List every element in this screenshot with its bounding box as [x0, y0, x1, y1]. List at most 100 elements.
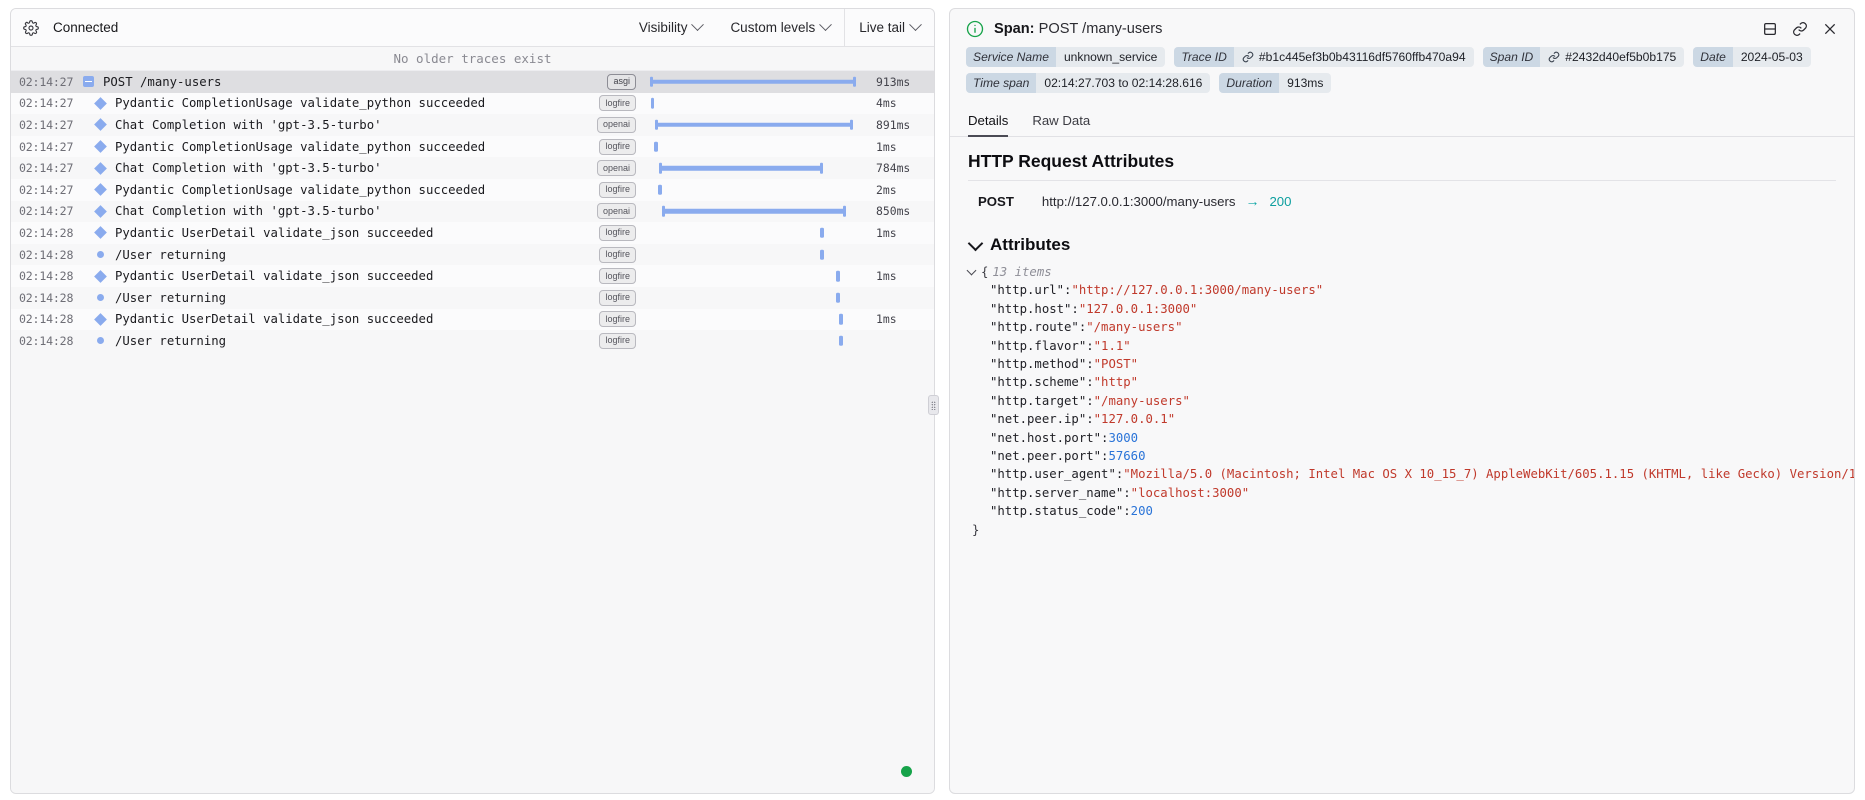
json-attribute-value: "/many-users" [1093, 393, 1190, 408]
bar-cap-left [659, 162, 662, 174]
json-attribute-value: "localhost:3000" [1130, 485, 1250, 500]
live-tail-dropdown[interactable]: Live tail [845, 9, 934, 46]
link-icon[interactable] [1242, 51, 1254, 63]
trace-row-bar-area [642, 201, 870, 223]
metadata-chip-text: unknown_service [1063, 50, 1158, 64]
trace-row-time: 02:14:28 [19, 312, 74, 327]
trace-row-duration: 913ms [876, 74, 911, 89]
trace-row-time: 02:14:28 [19, 290, 74, 305]
trace-row-label: Pydantic UserDetail validate_json succee… [115, 312, 434, 327]
trace-duration-bar [836, 292, 840, 303]
link-icon[interactable] [1792, 21, 1808, 37]
expand-toggle-icon[interactable] [83, 76, 94, 88]
visibility-dropdown[interactable]: Visibility [625, 9, 717, 46]
log-dot-icon [97, 337, 104, 345]
trace-row[interactable]: 02:14:28/User returning logfire [11, 287, 934, 309]
metadata-chip-text: #2432d40ef5b0b175 [1565, 50, 1677, 64]
trace-duration-bar [839, 314, 843, 325]
json-attribute-row: "http.target":"/many-users" [968, 392, 1836, 410]
json-attribute-key: "http.server_name": [990, 485, 1131, 500]
trace-row-label: Chat Completion with 'gpt-3.5-turbo' [115, 161, 382, 176]
trace-duration-bar [662, 206, 846, 217]
tab-raw-data[interactable]: Raw Data [1032, 113, 1091, 128]
metadata-chip-value: unknown_service [1055, 47, 1166, 67]
span-header-actions [1762, 21, 1838, 37]
trace-row[interactable]: 02:14:28 Pydantic UserDetail validate_jso… [11, 308, 934, 331]
attributes-toggle[interactable]: Attributes [967, 235, 1836, 255]
trace-row-badge-wrap: logfire [599, 289, 636, 306]
json-attribute-key: "http.method": [990, 357, 1094, 372]
trace-row[interactable]: 02:14:27 Chat Completion with 'gpt-3.5-tu… [11, 157, 934, 179]
http-request-line: POST http://127.0.0.1:3000/many-users → … [968, 180, 1836, 221]
json-attribute-row: "http.host":"127.0.0.1:3000" [968, 300, 1836, 318]
bar-cap-right [820, 162, 823, 174]
span-diamond-icon [94, 161, 107, 175]
trace-row-badge: openai [596, 116, 636, 133]
json-attribute-row: "http.status_code":200 [968, 502, 1836, 520]
tab-details[interactable]: Details [968, 109, 1009, 137]
custom-levels-dropdown[interactable]: Custom levels [716, 9, 844, 46]
trace-row-time: 02:14:27 [19, 161, 74, 176]
json-attribute-key: "http.user_agent": [990, 467, 1124, 482]
json-attribute-value: "1.1" [1093, 338, 1131, 353]
trace-row-badge: logfire [599, 268, 636, 285]
panel-resize-handle[interactable] [928, 395, 939, 415]
json-root-line[interactable]: { 13 items [966, 263, 1836, 281]
chevron-down-icon [691, 18, 705, 32]
span-title-prefix: Span: [994, 21, 1035, 37]
span-title-value: POST /many-users [1038, 21, 1163, 37]
trace-list-panel: Connected Visibility Custom levels Live … [10, 8, 935, 794]
trace-row-bar-area [642, 244, 870, 266]
trace-row-time: 02:14:28 [19, 269, 74, 284]
json-attribute-key: "net.host.port": [990, 430, 1109, 445]
trace-row-label: /User returning [115, 290, 227, 305]
close-icon[interactable] [1822, 21, 1838, 37]
metadata-chip-text: 2024-05-03 [1740, 50, 1803, 64]
visibility-label: Visibility [638, 20, 688, 35]
trace-row-bar-area [642, 157, 870, 179]
gear-icon[interactable] [23, 19, 39, 36]
metadata-chip: Trace ID#b1c445ef3b0b43116df5760ffb470a9… [1174, 47, 1474, 67]
panel-layout-icon[interactable] [1762, 21, 1778, 37]
trace-row-badge-wrap: logfire [599, 224, 636, 241]
trace-row-badge-wrap: logfire [599, 181, 636, 198]
trace-row-bar-area [642, 179, 870, 201]
trace-row-duration: 1ms [876, 225, 897, 240]
bar-cap-right [843, 206, 846, 217]
metadata-chip-key: Trace ID [1174, 47, 1234, 67]
trace-row-bar-area [642, 222, 870, 244]
trace-row-bar-area [642, 136, 870, 158]
json-attribute-key: "http.scheme": [990, 375, 1094, 390]
json-attribute-value: "http://127.0.0.1:3000/many-users" [1071, 283, 1324, 298]
live-status-indicator [901, 766, 912, 777]
http-section-title: HTTP Request Attributes [968, 151, 1175, 171]
live-tail-label: Live tail [859, 20, 905, 35]
json-attribute-value: "http" [1093, 375, 1139, 390]
link-icon[interactable] [1548, 51, 1560, 63]
span-diamond-icon [94, 97, 107, 110]
chevron-down-icon [966, 265, 977, 276]
bar-cap-left [662, 206, 665, 217]
trace-row-time: 02:14:27 [19, 74, 74, 89]
trace-row-duration: 2ms [876, 182, 897, 197]
trace-duration-bar [659, 162, 823, 174]
trace-row-badge-wrap: logfire [599, 246, 636, 263]
span-diamond-icon [94, 204, 107, 218]
bar-cap-left [650, 76, 653, 88]
toolbar-actions: Visibility Custom levels Live tail [625, 9, 934, 46]
trace-row-duration: 1ms [876, 269, 897, 284]
toolbar-divider [844, 9, 846, 46]
trace-row-bar-area [642, 287, 870, 309]
metadata-chip-value: #b1c445ef3b0b43116df5760ffb470a94 [1233, 47, 1474, 67]
